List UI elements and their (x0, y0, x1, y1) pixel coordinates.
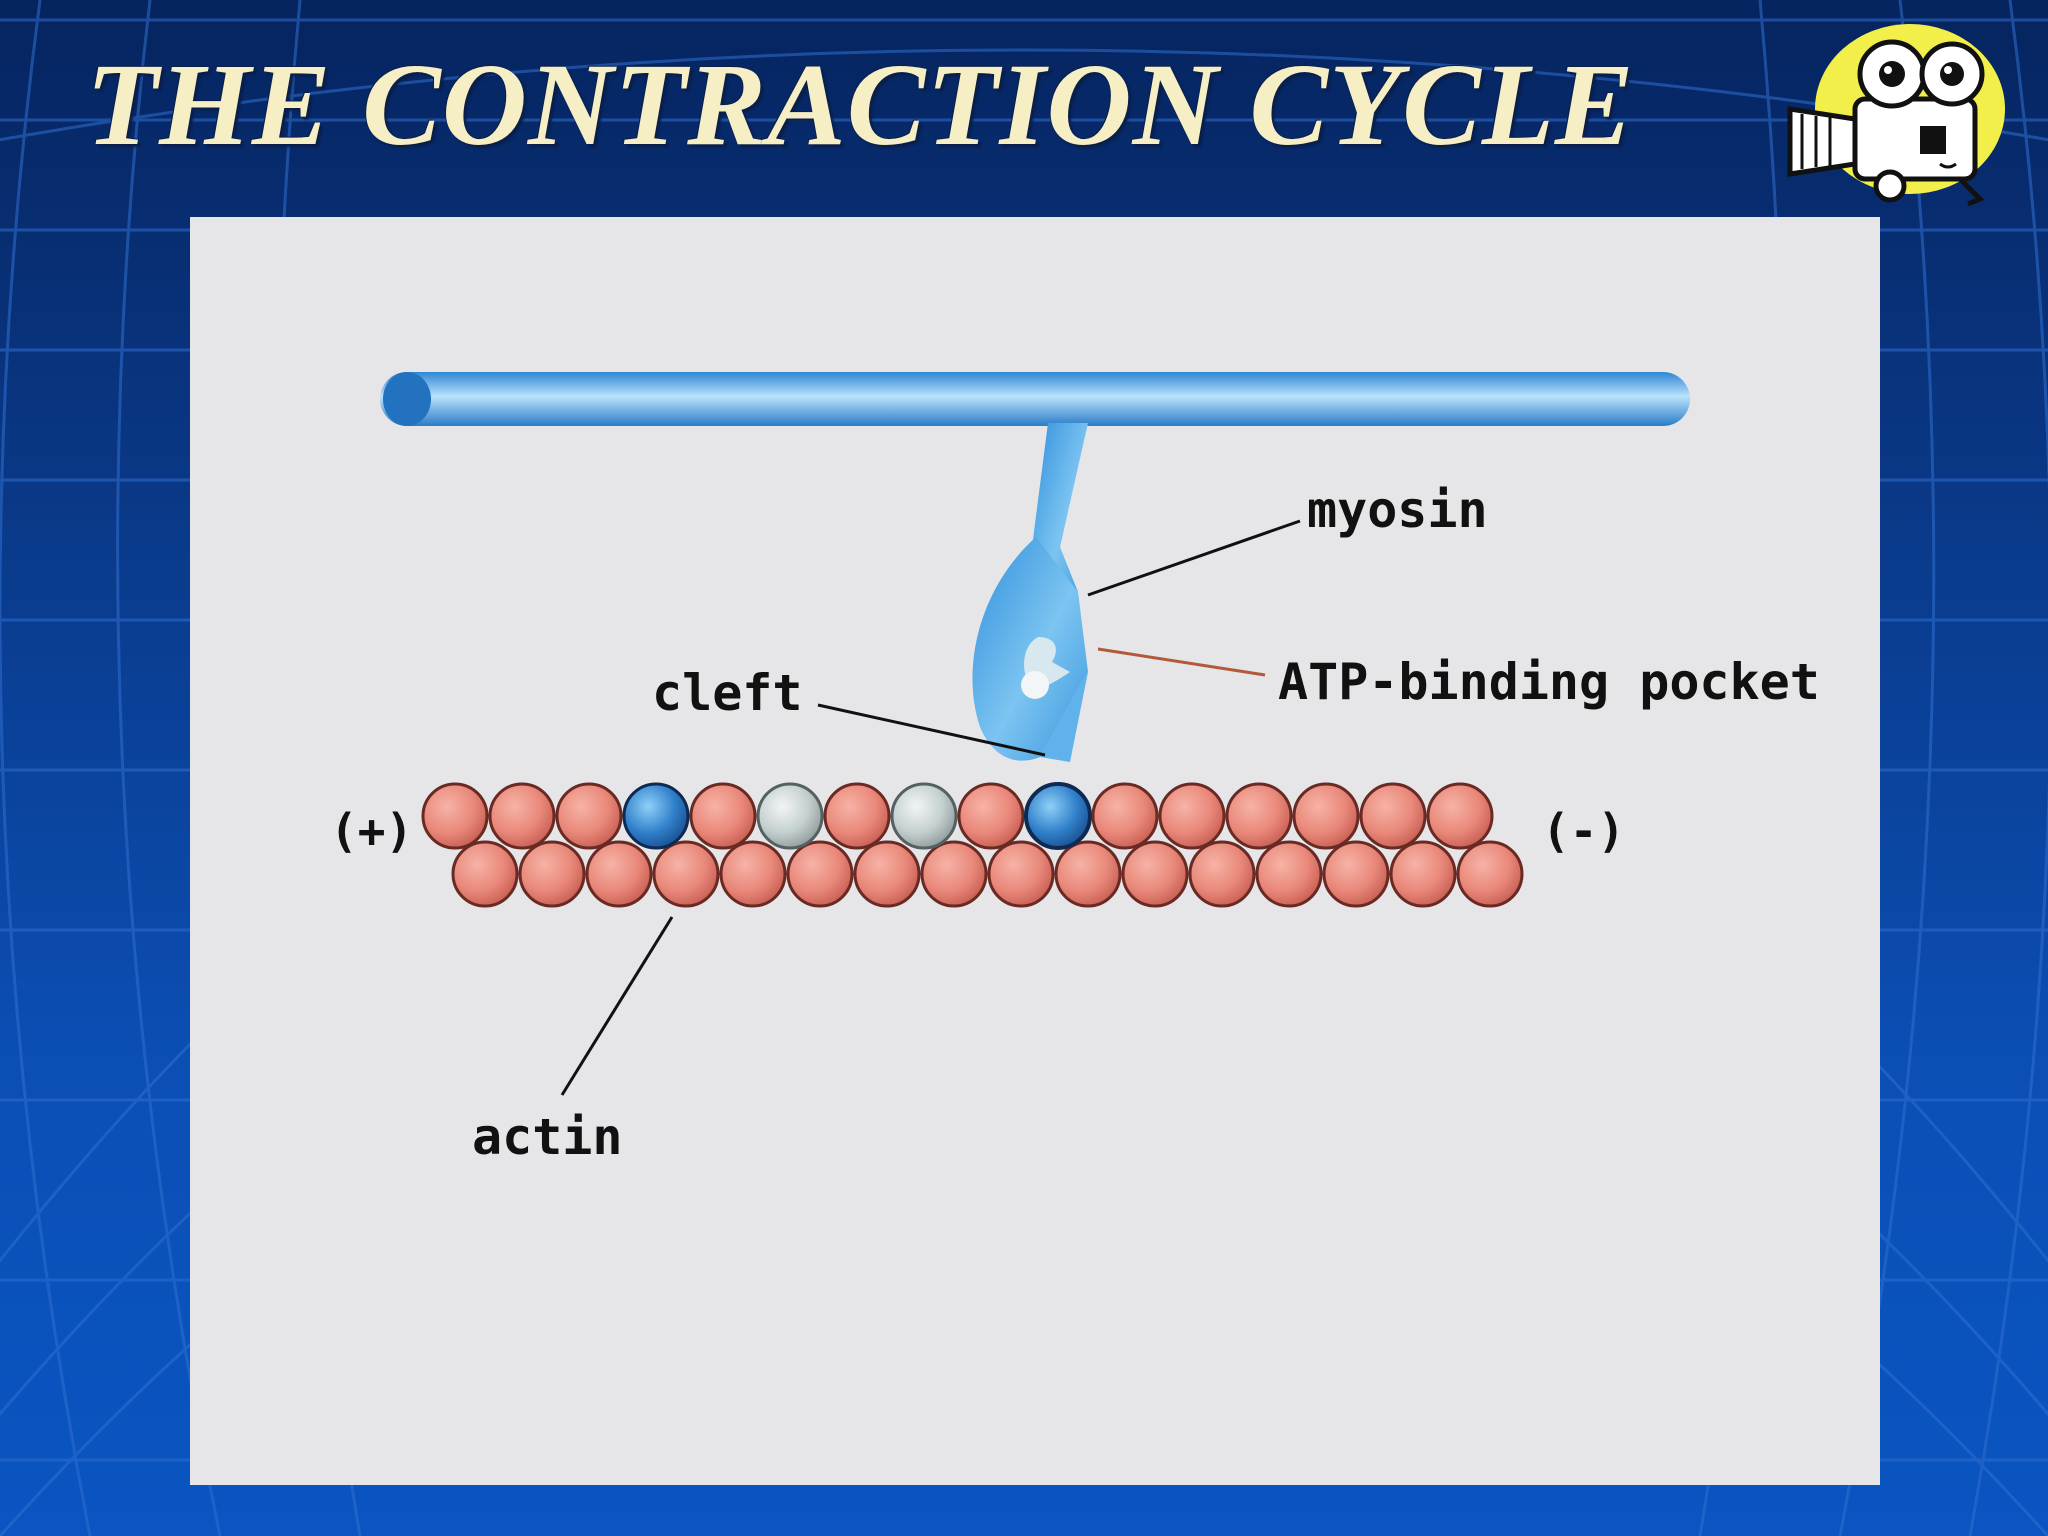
myosin-head (972, 423, 1088, 762)
contraction-diagram: myosin ATP-binding pocket cleft (+) (-) … (330, 372, 1820, 1166)
myosin-label: myosin (1307, 481, 1488, 539)
slide-title: THE CONTRACTION CYCLE (86, 39, 1635, 170)
myosin-leader-line (1087, 519, 1301, 597)
actin-leader-line (560, 916, 674, 1096)
atp-binding-pocket-label: ATP-binding pocket (1278, 653, 1820, 711)
actin-filament (421, 782, 1524, 908)
film-camera-mascot-icon (1787, 24, 2005, 207)
minus-end-label: (-) (1542, 804, 1625, 858)
cleft-leader-line (817, 703, 1046, 757)
plus-end-label: (+) (330, 804, 413, 858)
diagram-panel: myosin ATP-binding pocket cleft (+) (-) … (190, 217, 1880, 1485)
atp-pocket-leader-line (1097, 647, 1266, 677)
actin-label: actin (472, 1108, 623, 1166)
thick-filament-rod (380, 372, 1690, 426)
cleft-label: cleft (652, 664, 803, 722)
